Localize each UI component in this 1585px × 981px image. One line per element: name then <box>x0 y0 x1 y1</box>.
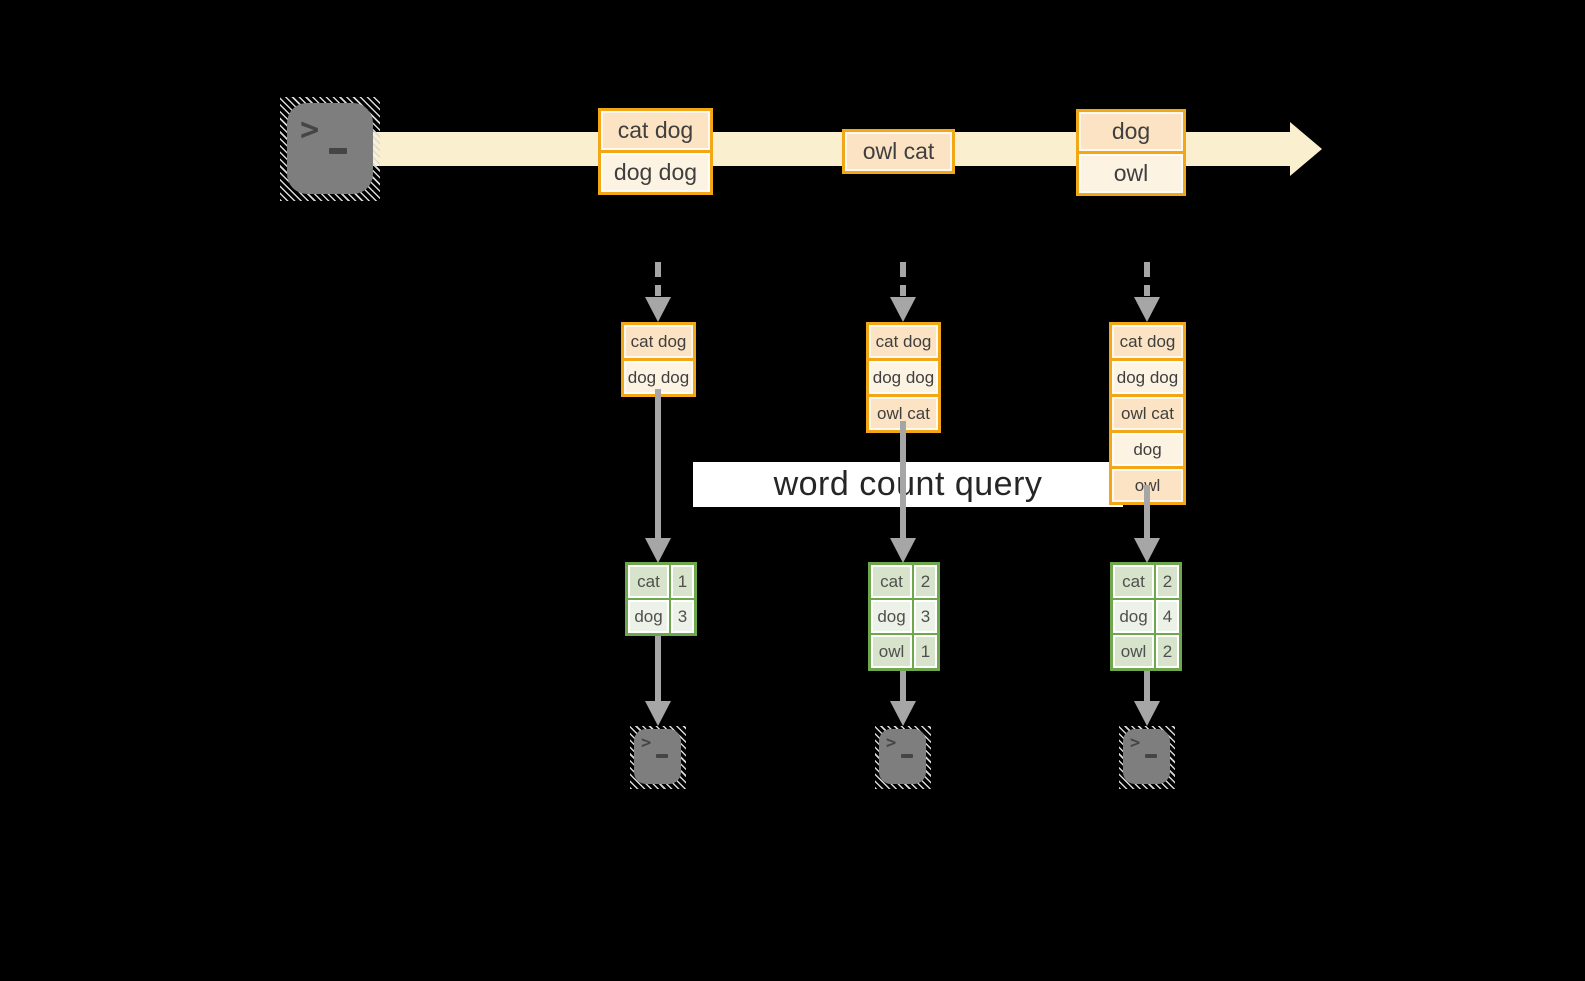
stream-record-box: dog owl <box>1076 109 1186 196</box>
count-cell: 2 <box>1156 565 1179 598</box>
buffered-record: dog dog <box>1112 361 1183 394</box>
buffered-record: cat dog <box>869 325 938 358</box>
connector-line <box>655 628 661 703</box>
state-buffer: cat dog dog dog owl cat dog owl <box>1109 322 1186 505</box>
word-cell: cat <box>871 565 912 598</box>
word-cell: dog <box>871 600 912 633</box>
connector-line <box>900 659 906 703</box>
count-cell: 2 <box>914 565 937 598</box>
record-line: owl <box>1079 154 1183 193</box>
terminal-cursor-icon <box>329 148 347 154</box>
count-cell: 3 <box>671 600 694 633</box>
word-cell: owl <box>871 635 912 668</box>
query-label: word count query <box>693 462 1123 507</box>
buffered-record: dog dog <box>869 361 938 394</box>
dashed-arrow-line <box>655 262 661 296</box>
record-line: cat dog <box>601 111 710 150</box>
connector-arrow-head-icon <box>1134 701 1160 726</box>
connector-line <box>1144 485 1150 540</box>
stream-arrow-head <box>1290 122 1322 176</box>
word-cell: cat <box>1113 565 1154 598</box>
terminal-screen: > <box>879 729 926 784</box>
connector-arrow-head-icon <box>645 538 671 563</box>
terminal-screen: > <box>1123 729 1170 784</box>
dashed-arrow-head-icon <box>645 297 671 322</box>
buffered-record: dog <box>1112 433 1183 466</box>
terminal-prompt-icon: > <box>300 110 320 148</box>
record-line: owl cat <box>845 132 952 171</box>
word-cell: dog <box>628 600 669 633</box>
buffered-record: dog dog <box>624 361 693 394</box>
count-cell: 2 <box>1156 635 1179 668</box>
connector-arrow-head-icon <box>1134 538 1160 563</box>
buffered-record: cat dog <box>1112 325 1183 358</box>
count-table: cat 2 dog 4 owl 2 <box>1110 562 1182 671</box>
terminal-prompt-icon: > <box>641 733 652 753</box>
word-cell: owl <box>1113 635 1154 668</box>
stream-record-box: cat dog dog dog <box>598 108 713 195</box>
terminal-cursor-icon <box>656 754 668 758</box>
output-terminal-icon: > <box>875 726 931 789</box>
count-table: cat 2 dog 3 owl 1 <box>868 562 940 671</box>
output-terminal-icon: > <box>630 726 686 789</box>
connector-line <box>900 421 906 540</box>
dashed-arrow-head-icon <box>1134 297 1160 322</box>
state-buffer: cat dog dog dog <box>621 322 696 397</box>
connector-line <box>655 389 661 540</box>
word-cell: cat <box>628 565 669 598</box>
output-terminal-icon: > <box>1119 726 1175 789</box>
connector-arrow-head-icon <box>890 538 916 563</box>
dashed-arrow-line <box>1144 262 1150 296</box>
count-cell: 1 <box>671 565 694 598</box>
dashed-arrow-head-icon <box>890 297 916 322</box>
stream-record-box: owl cat <box>842 129 955 174</box>
terminal-cursor-icon <box>901 754 913 758</box>
connector-line <box>1144 659 1150 703</box>
terminal-screen: > <box>634 729 681 784</box>
count-cell: 1 <box>914 635 937 668</box>
source-terminal-icon: > <box>280 97 380 201</box>
terminal-cursor-icon <box>1145 754 1157 758</box>
query-label-text: word count query <box>773 465 1043 503</box>
record-line: dog dog <box>601 153 710 192</box>
dashed-arrow-line <box>900 262 906 296</box>
buffered-record: owl cat <box>1112 397 1183 430</box>
terminal-screen: > <box>287 103 373 194</box>
count-cell: 4 <box>1156 600 1179 633</box>
buffered-record: cat dog <box>624 325 693 358</box>
connector-arrow-head-icon <box>645 701 671 726</box>
terminal-prompt-icon: > <box>886 733 897 753</box>
count-table: cat 1 dog 3 <box>625 562 697 636</box>
connector-arrow-head-icon <box>890 701 916 726</box>
word-cell: dog <box>1113 600 1154 633</box>
state-buffer: cat dog dog dog owl cat <box>866 322 941 433</box>
terminal-prompt-icon: > <box>1130 733 1141 753</box>
record-line: dog <box>1079 112 1183 151</box>
count-cell: 3 <box>914 600 937 633</box>
